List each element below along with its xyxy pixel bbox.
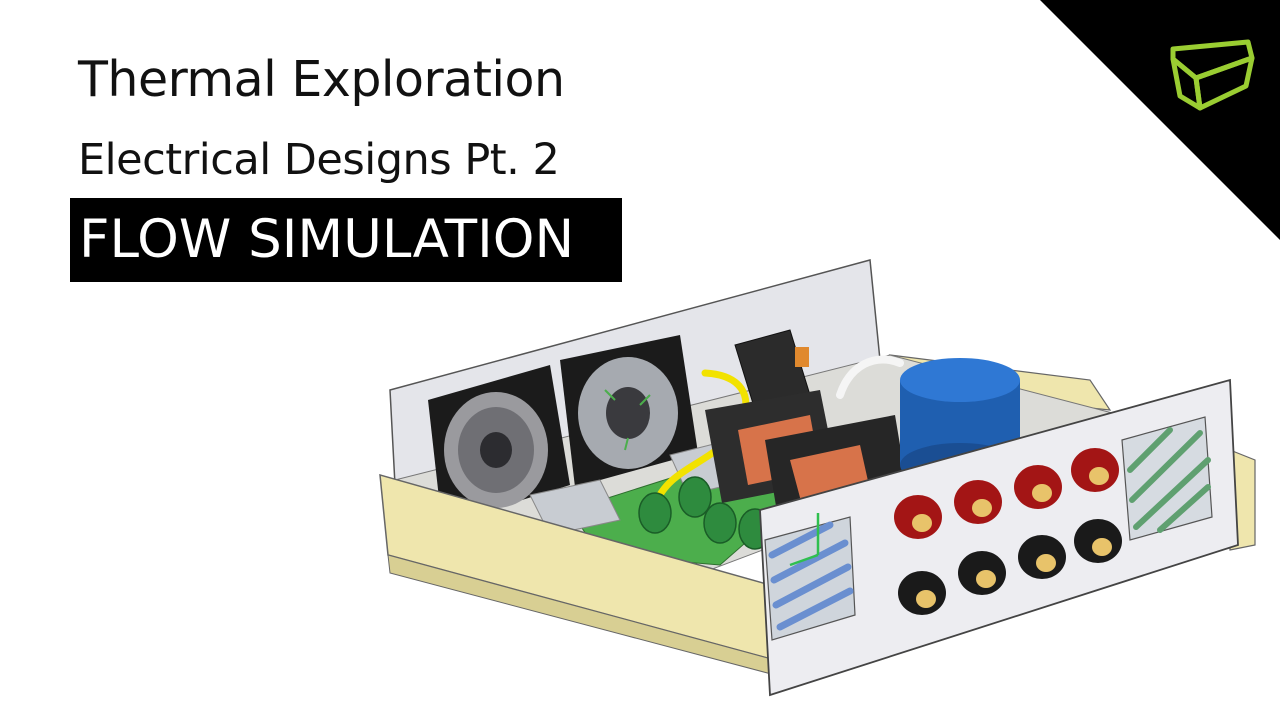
vent-right [1121,416,1213,541]
white-wire [836,355,904,399]
terminals-red [894,448,1119,539]
terminals-black [898,519,1122,615]
vent-left [764,513,856,641]
cube-logo-icon [1170,39,1255,111]
video-subtitle: Electrical Designs Pt. 2 [78,135,560,185]
enclosure-illustration [370,255,1280,720]
fan-left [428,365,570,525]
video-title: Thermal Exploration [78,51,565,108]
fan-right [560,335,698,487]
corner-triangle [1040,0,1280,240]
topic-badge: FLOW SIMULATION [70,198,622,282]
front-panel [759,378,1239,697]
